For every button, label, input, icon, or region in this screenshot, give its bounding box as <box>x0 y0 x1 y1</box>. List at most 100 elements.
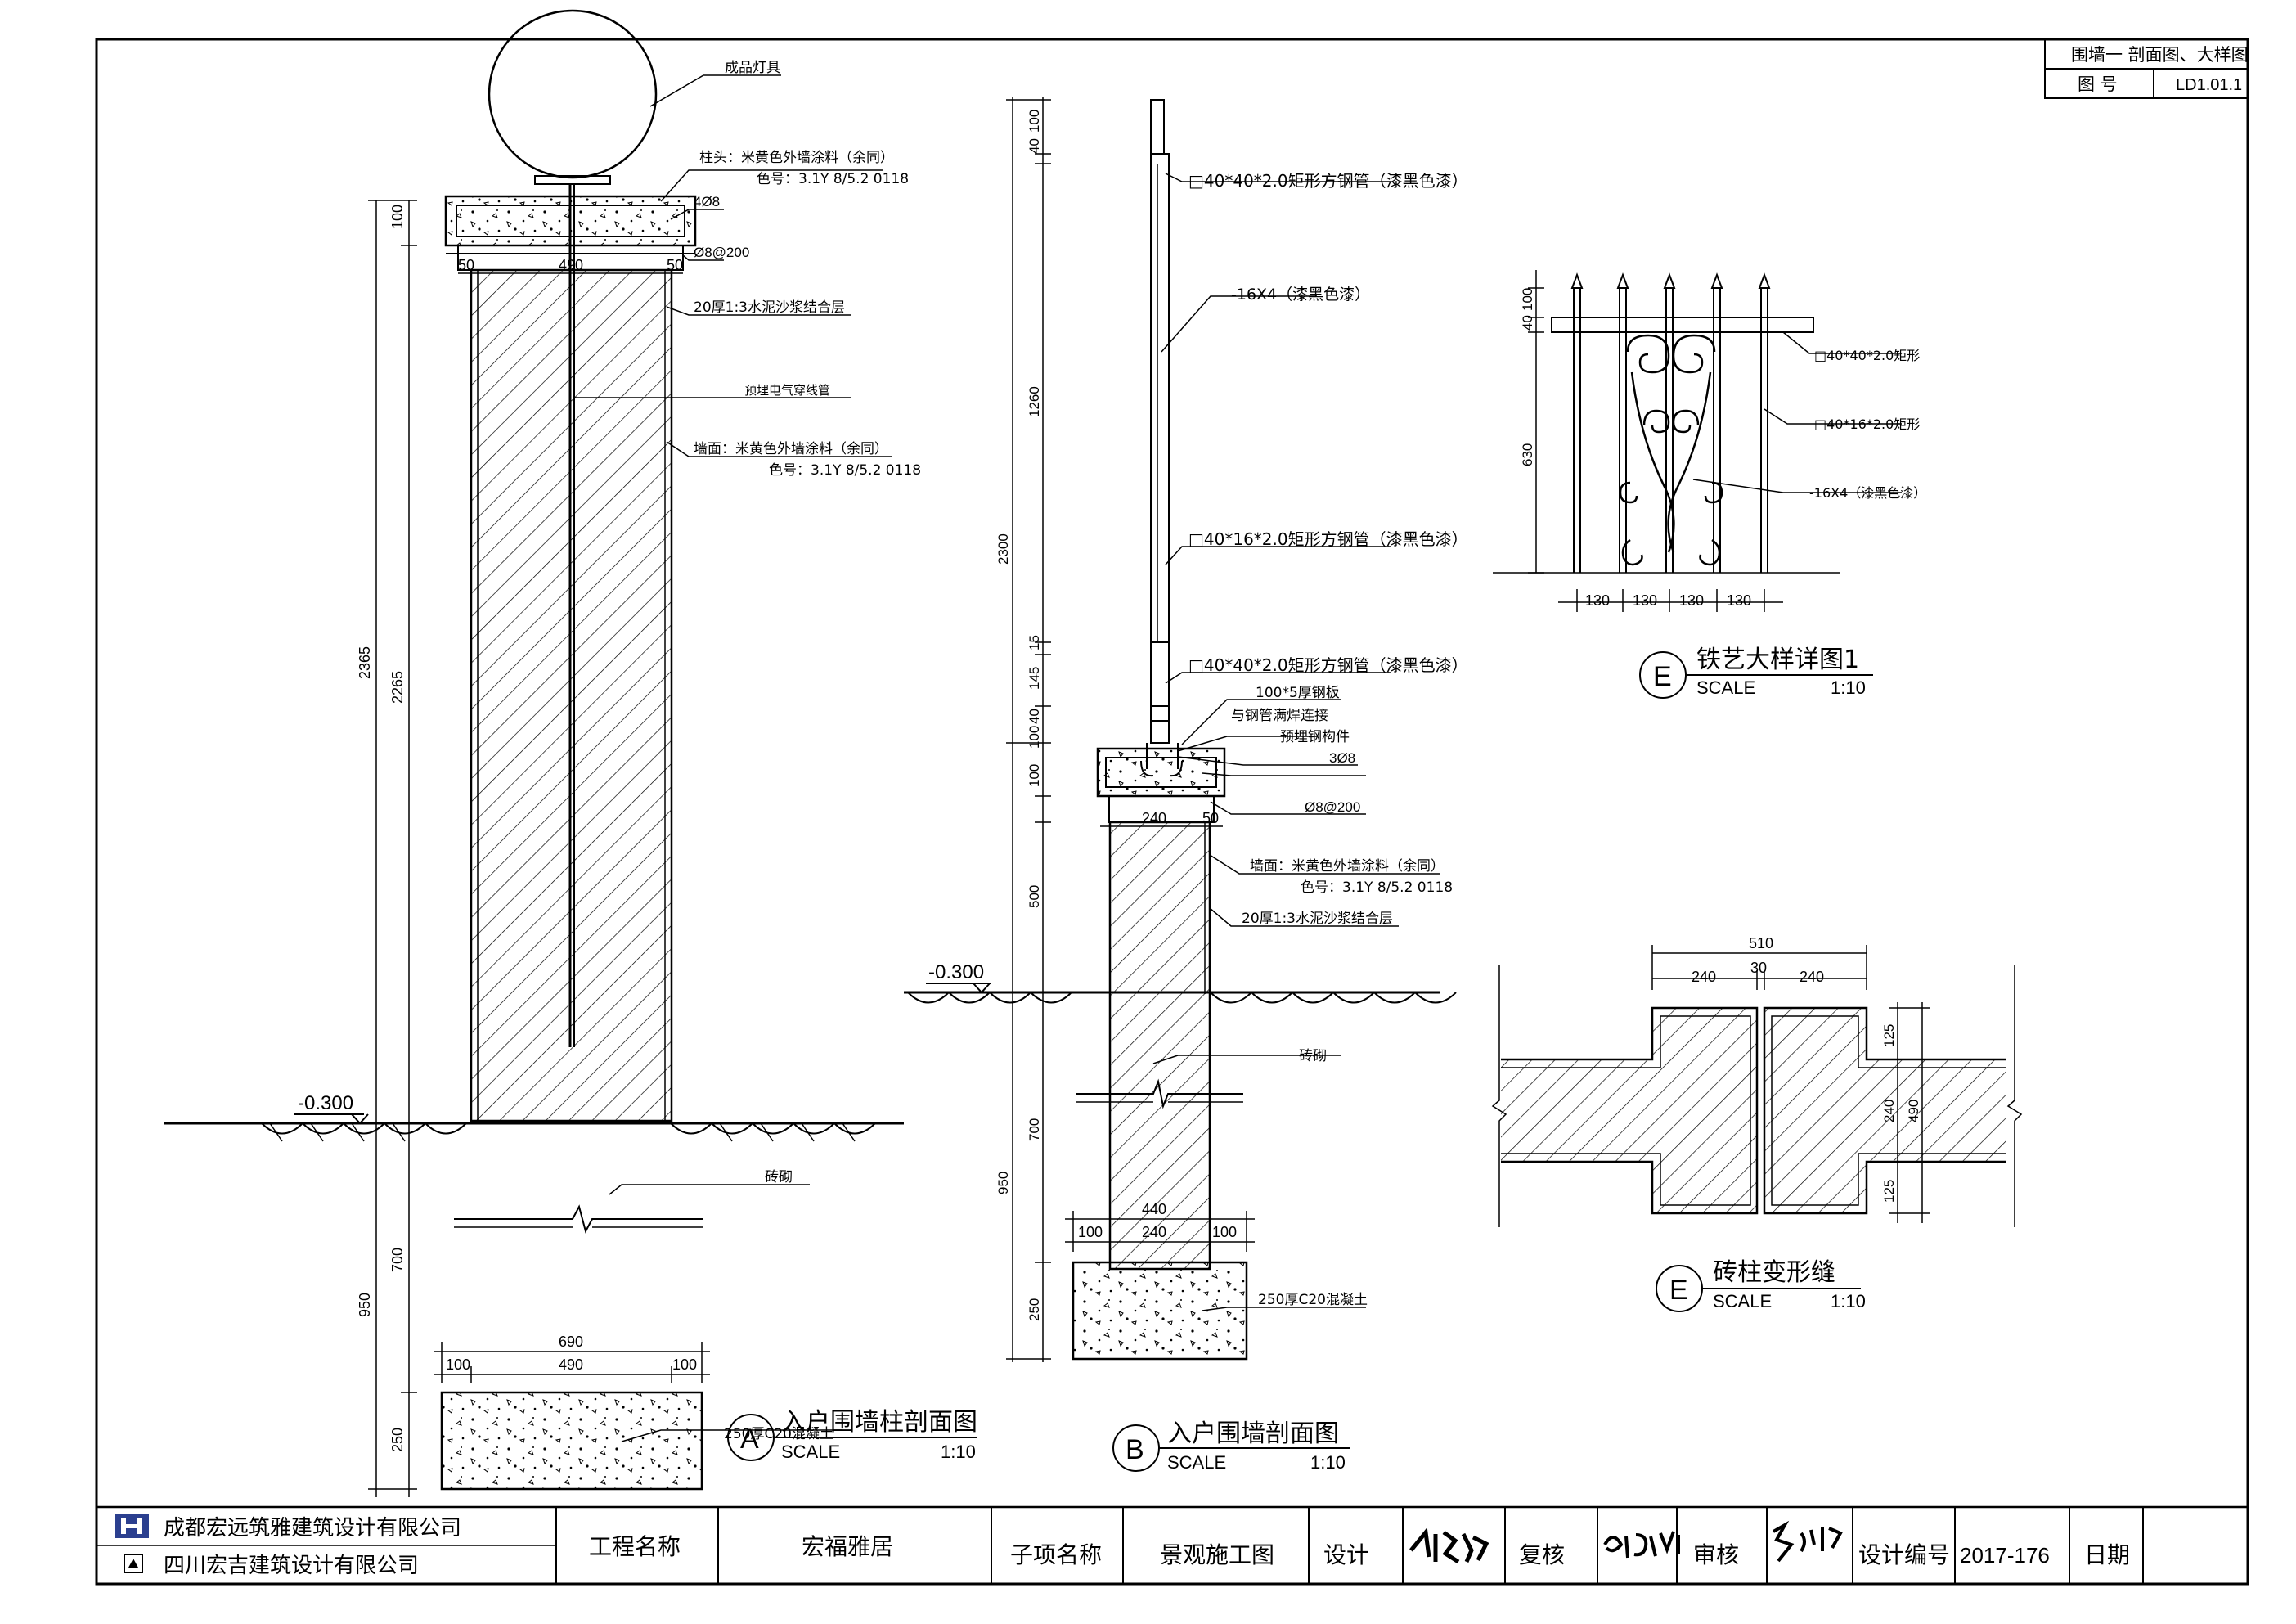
scale-label-e2: SCALE <box>1713 1291 1772 1311</box>
company-logo <box>115 1514 149 1538</box>
joint-right-block <box>1763 1006 2006 1215</box>
note-mortar: 20厚1:3水泥沙浆结合层 <box>694 299 845 316</box>
dim-b-b100b: 100 <box>1212 1224 1237 1240</box>
dim-b-145: 145 <box>1027 667 1042 690</box>
footer-bar: 成都宏远筑雅建筑设计有限公司 四川宏吉建筑设计有限公司 工程名称 宏福雅居 子项… <box>95 1505 2249 1586</box>
dim-b-2300: 2300 <box>995 533 1011 565</box>
designer-signature <box>1409 1527 1489 1564</box>
marker-b: B <box>1126 1434 1144 1465</box>
dim-b-250: 250 <box>1027 1298 1042 1321</box>
dim-e2-125a: 125 <box>1881 1024 1897 1047</box>
dim-b-950: 950 <box>995 1172 1011 1194</box>
note-b-wall2: 色号：3.1Y 8/5.2 0118 <box>1301 879 1453 896</box>
note-b-weld: 与钢管满焊连接 <box>1231 708 1328 724</box>
dim-e2-490: 490 <box>1906 1100 1921 1122</box>
dim-e2-240a: 240 <box>1692 969 1716 985</box>
project-label: 工程名称 <box>589 1533 681 1560</box>
wall-shaft <box>1108 821 1211 1271</box>
note-wall2: 色号：3.1Y 8/5.2 0118 <box>769 462 921 479</box>
dim-a-b100b: 100 <box>672 1356 697 1373</box>
dim-b-500: 500 <box>1027 885 1042 908</box>
company-2: 四川宏吉建筑设计有限公司 <box>164 1554 419 1578</box>
design-label: 设计 <box>1323 1541 1369 1568</box>
dim-a-700: 700 <box>389 1248 406 1272</box>
note-rebar1: 4Ø8 <box>694 194 720 209</box>
dim-b-100a: 100 <box>1027 110 1042 133</box>
review-label: 审核 <box>1693 1541 1739 1568</box>
marker-e1: E <box>1653 661 1672 692</box>
fence-post <box>1150 153 1170 744</box>
dim-e2-240b: 240 <box>1800 969 1824 985</box>
note-b-mortar: 20厚1:3水泥沙浆结合层 <box>1242 911 1393 927</box>
scale-e1: 1:10 <box>1831 677 1866 698</box>
note-b-embed: 预埋钢构件 <box>1280 729 1350 745</box>
marker-a: A <box>740 1424 759 1455</box>
code-label: 设计编号 <box>1858 1541 1950 1568</box>
dim-a-2365: 2365 <box>357 646 373 679</box>
dim-a-b100a: 100 <box>446 1356 470 1373</box>
detail-a: -0.300 100 2265 2365 700 950 250 50 490 … <box>164 9 977 1497</box>
note-b-wall1: 墙面：米黄色外墙涂料（余同） <box>1250 858 1445 875</box>
note-b-plate: 100*5厚钢板 <box>1256 685 1340 701</box>
note-brick: 砖砌 <box>765 1169 793 1185</box>
title-b: 入户围墙剖面图 <box>1167 1419 1339 1448</box>
dim-e1-h2: 130 <box>1633 592 1657 609</box>
title-e2: 砖柱变形缝 <box>1713 1258 1835 1287</box>
note-b-brick: 砖砌 <box>1299 1048 1327 1064</box>
scale-label-b: SCALE <box>1167 1452 1226 1473</box>
company-1: 成都宏远筑雅建筑设计有限公司 <box>164 1516 461 1541</box>
dim-a-b490: 490 <box>559 1356 583 1373</box>
dim-e1-h1: 130 <box>1585 592 1610 609</box>
note-b-concrete: 250厚C20混凝土 <box>1258 1292 1368 1308</box>
dim-b-b100a: 100 <box>1078 1224 1103 1240</box>
wall-footing <box>1072 1261 1248 1361</box>
dim-e1-h4: 130 <box>1727 592 1751 609</box>
note-conduit: 预埋电气穿线管 <box>744 383 830 398</box>
dim-b-700: 700 <box>1027 1118 1042 1141</box>
note-e1-2: □40*16*2.0矩形 <box>1814 416 1920 432</box>
scale-label-e1: SCALE <box>1696 677 1755 698</box>
note-lamp: 成品灯具 <box>725 60 780 76</box>
note-rebar2: Ø8@200 <box>694 245 749 260</box>
note-b-rebar2: Ø8@200 <box>1305 799 1360 815</box>
dim-e1-40: 40 <box>1520 315 1535 331</box>
marker-e2: E <box>1669 1275 1688 1306</box>
scale-b: 1:10 <box>1310 1452 1346 1473</box>
dim-a-100: 100 <box>389 205 406 229</box>
dim-e2-510: 510 <box>1749 935 1773 951</box>
dim-b-15: 15 <box>1027 635 1042 650</box>
dim-a-w50a: 50 <box>458 257 474 273</box>
project-value: 宏福雅居 <box>802 1533 893 1560</box>
dim-e1-h3: 130 <box>1679 592 1704 609</box>
dim-a-w50b: 50 <box>667 257 683 273</box>
note-b-rebar1: 3Ø8 <box>1329 750 1355 766</box>
dim-b-b440: 440 <box>1142 1201 1166 1217</box>
concrete-footing <box>440 1391 703 1491</box>
drawing-no: LD1.01.1 <box>2176 76 2242 94</box>
note-cap2: 色号：3.1Y 8/5.2 0118 <box>757 171 909 187</box>
reviewer-signature <box>1773 1520 1843 1563</box>
level-b: -0.300 <box>928 961 984 983</box>
subitem-label: 子项名称 <box>1010 1541 1102 1568</box>
detail-b: -0.300 100 40 1260 2300 15 145 40 100 10… <box>904 97 1468 1473</box>
note-b-tube-mid: □40*16*2.0矩形方钢管（漆黑色漆） <box>1188 529 1468 549</box>
dim-e1-100: 100 <box>1520 288 1535 311</box>
checker-signature <box>1603 1531 1680 1559</box>
company2-logo <box>124 1554 143 1573</box>
code-value: 2017-176 <box>1960 1543 2050 1568</box>
dim-e2-125b: 125 <box>1881 1180 1897 1203</box>
dim-b-100b: 100 <box>1027 726 1042 749</box>
dim-a-950: 950 <box>357 1293 373 1317</box>
dim-b-100c: 100 <box>1027 764 1042 787</box>
dim-b-1260: 1260 <box>1027 386 1042 417</box>
note-wall1: 墙面：米黄色外墙涂料（余同） <box>694 441 888 457</box>
dim-a-2265: 2265 <box>389 671 406 704</box>
dim-b-40a: 40 <box>1027 138 1042 154</box>
level-a: -0.300 <box>298 1092 353 1114</box>
dim-a-250: 250 <box>389 1428 406 1452</box>
title-block: 围墙一 剖面图、大样图 图 号 LD1.01.1 <box>2044 38 2249 99</box>
title-a: 入户围墙柱剖面图 <box>781 1408 977 1437</box>
scale-label-a: SCALE <box>781 1442 840 1462</box>
detail-e1: 100 40 630 130 130 130 130 □40*40*2.0矩形 … <box>1493 270 1926 699</box>
note-e1-3: -16X4（漆黑色漆） <box>1809 485 1926 501</box>
